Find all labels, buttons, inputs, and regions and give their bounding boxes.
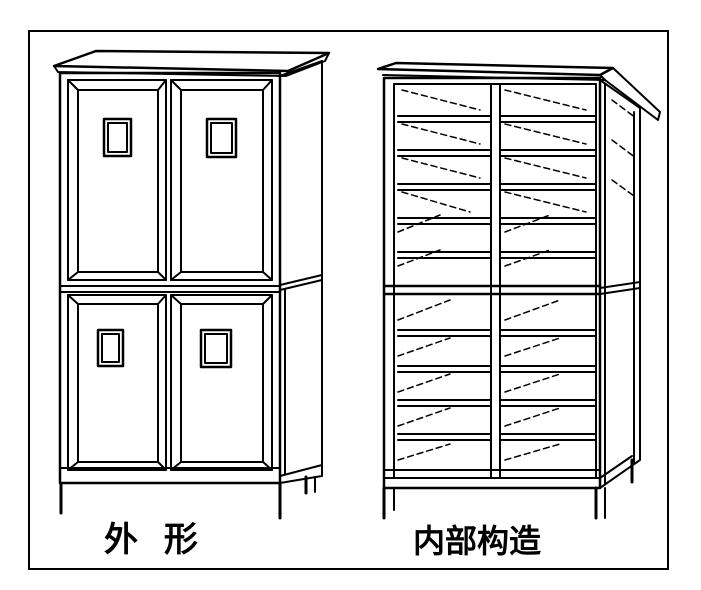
illustration-frame xyxy=(28,30,669,570)
cabinet-mid-rail-side xyxy=(279,274,323,291)
cabinet-side-panel xyxy=(279,60,323,484)
interior-side-mid-rail xyxy=(599,281,641,295)
interior-side-panel xyxy=(599,79,641,489)
interior-hidden-lines xyxy=(397,89,637,461)
interior-side-apron xyxy=(599,455,633,479)
interior-front-frame xyxy=(382,76,602,490)
interior-top-side xyxy=(382,67,661,121)
interior-side-stiles xyxy=(604,83,635,485)
door-lower-right xyxy=(170,294,273,471)
caption-interior: 内部构造 xyxy=(413,522,542,560)
interior-shelves-upper xyxy=(397,115,597,259)
door-lower-left xyxy=(67,294,167,471)
interior-shelves-lower xyxy=(397,329,597,441)
caption-exterior: 外 形 xyxy=(104,520,198,560)
interior-center-stile xyxy=(490,83,501,479)
cabinet-front-frame xyxy=(58,71,282,485)
interior-inner-frame xyxy=(393,83,597,479)
interior-top-slab xyxy=(376,61,615,77)
door-upper-right xyxy=(170,79,273,281)
cabinet-mid-rail xyxy=(59,285,281,293)
cabinet-apron-side xyxy=(279,464,323,477)
door-upper-left xyxy=(67,79,167,281)
